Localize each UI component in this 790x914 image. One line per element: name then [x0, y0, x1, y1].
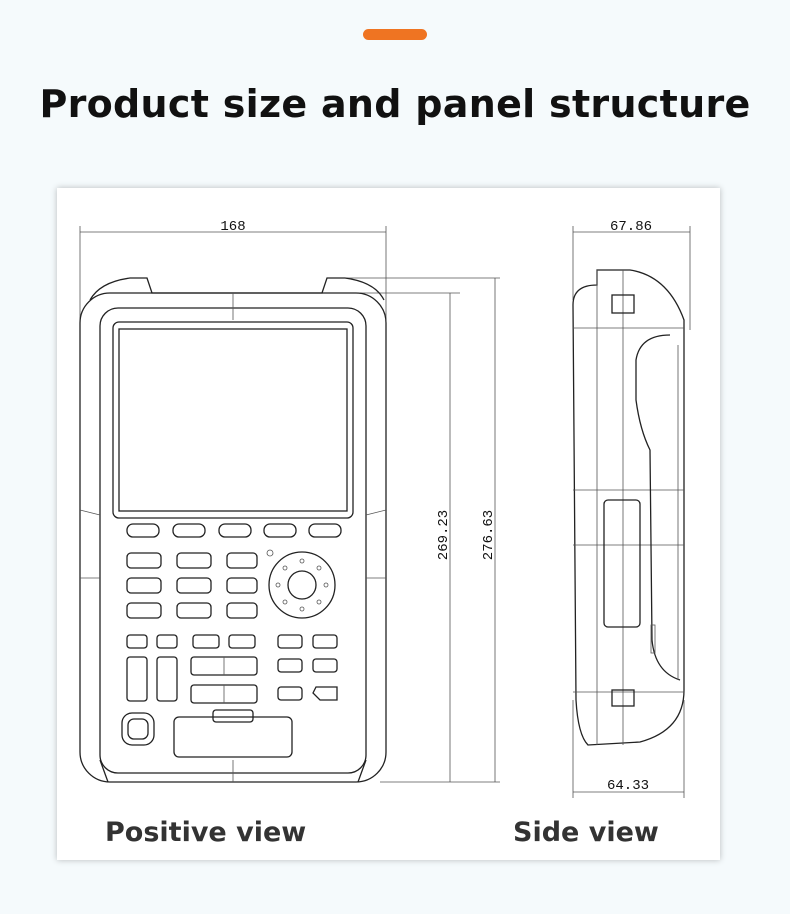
front-view-device — [79, 277, 387, 783]
inner-height-value: 269.23 — [436, 510, 452, 560]
soft-keys — [126, 523, 342, 538]
keypad — [126, 552, 338, 704]
height-dimensions: 269.23 276.63 — [330, 277, 500, 783]
front-view-label: Positive view — [105, 817, 307, 848]
side-view-device — [572, 269, 685, 746]
power-button — [121, 712, 155, 746]
rotary-knob — [268, 551, 336, 619]
stand — [173, 716, 293, 758]
top-depth-value: 67.86 — [610, 219, 652, 235]
side-view-label: Side view — [513, 817, 659, 848]
diagram-card — [57, 188, 720, 860]
page-title: Product size and panel structure — [39, 82, 751, 126]
side-dimensions: 67.86 64.33 — [572, 219, 691, 798]
screen — [118, 328, 348, 512]
bottom-depth-value: 64.33 — [607, 778, 649, 794]
accent-bar — [363, 29, 427, 40]
width-value: 168 — [220, 219, 245, 235]
outer-height-value: 276.63 — [481, 510, 497, 560]
